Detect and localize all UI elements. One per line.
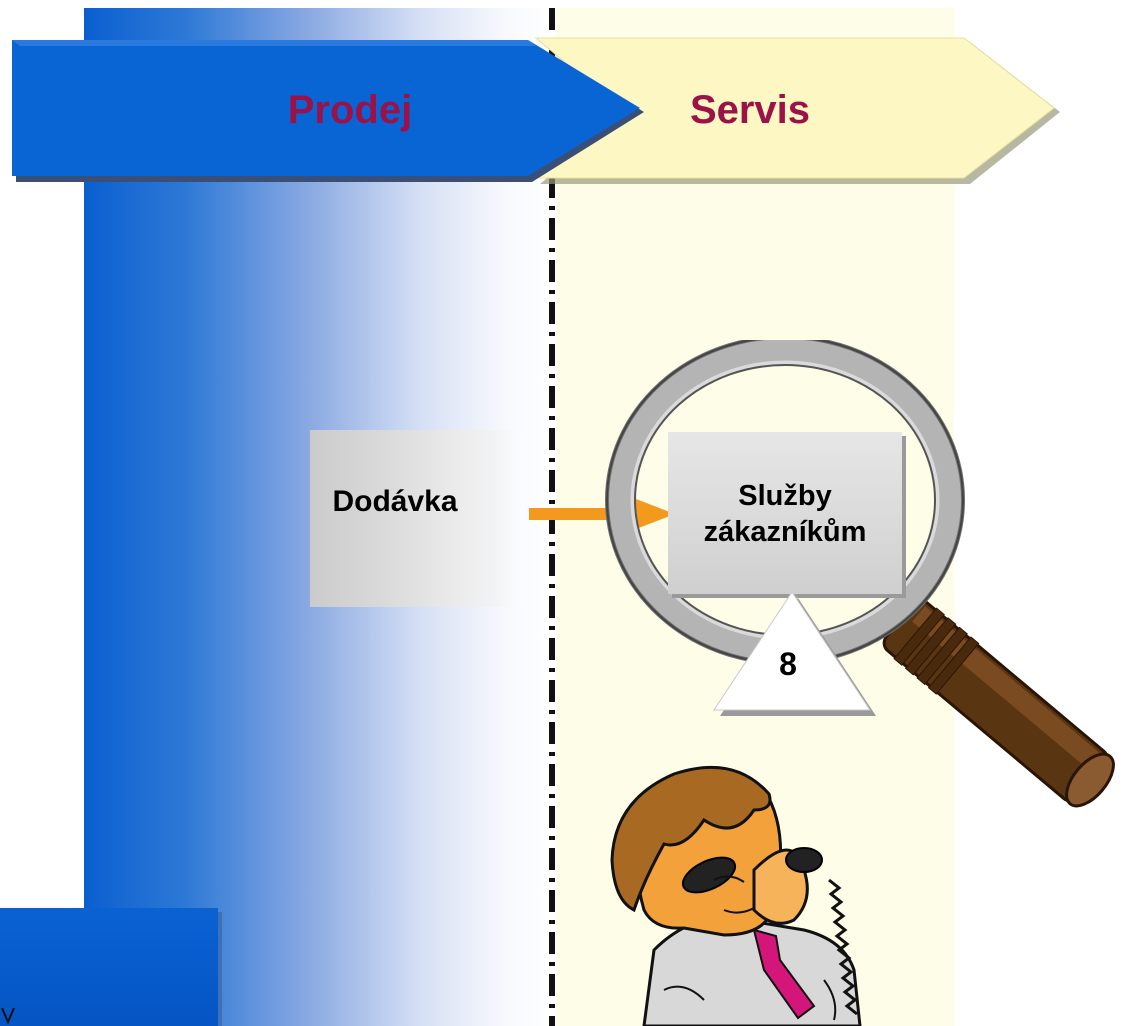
sluzby-label-line1: Služby [738,480,832,512]
blue-box [0,908,218,1026]
step-number: 8 [779,646,797,682]
person-on-phone-icon [610,765,862,1026]
servis-label: Servis [689,88,811,132]
header-chevrons [12,37,1060,184]
step-triangle [713,591,876,716]
partial-glyph [1,1007,15,1025]
dodavka-label: Dodávka [332,485,458,518]
sluzby-label: Služby zákazníkům [668,478,902,550]
prodej-label: Prodej [287,88,413,132]
sluzby-label-line2: zákazníkům [703,516,867,548]
dodavka-box [310,430,522,607]
prodej-chevron [12,40,640,176]
magnifier-handle [882,599,1115,808]
sluzby-box [668,432,902,594]
